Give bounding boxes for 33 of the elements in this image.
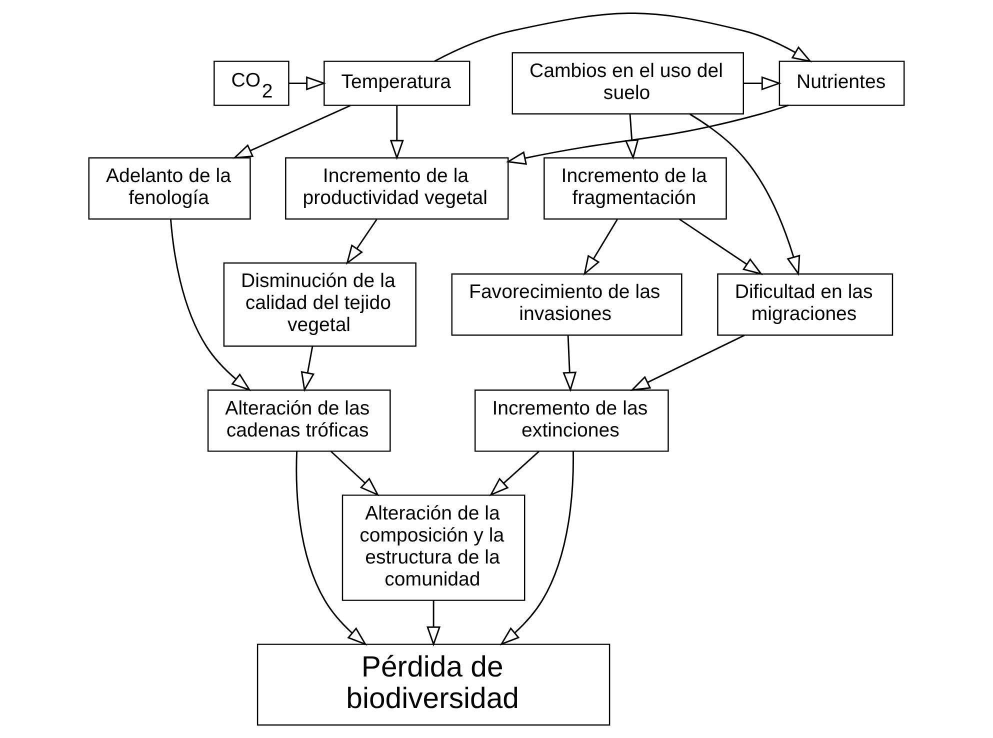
arrow <box>232 104 351 159</box>
arrow <box>690 114 800 276</box>
arrow <box>434 12 812 62</box>
arrow <box>584 219 618 276</box>
arrow <box>679 218 763 276</box>
arrow <box>426 600 441 646</box>
node-box: Favorecimiento de las invasiones <box>451 273 682 336</box>
arrow <box>562 336 577 392</box>
node-box: Alteración de la composición y la estructura de la comunidad <box>342 494 526 601</box>
node-box: Pérdida de biodiversidad <box>256 644 610 726</box>
arrow <box>346 219 378 265</box>
node-box: Alteración de las cadenas tróficas <box>207 389 391 452</box>
arrow <box>624 114 639 160</box>
arrow <box>330 450 380 496</box>
node-box: Nutrientes <box>778 60 905 106</box>
arrow <box>288 76 326 90</box>
arrow <box>390 106 404 160</box>
node-box: Incremento de las extinciones <box>474 389 669 452</box>
arrow <box>500 451 574 646</box>
arrow <box>296 451 368 646</box>
node-box: Disminución de la calidad del tejido vegetal <box>223 262 416 347</box>
arrow <box>744 76 782 90</box>
node-box: Adelanto de la fenología <box>88 157 251 220</box>
node-box: Dificultad en las migraciones <box>717 273 894 336</box>
node-box: Cambios en el uso del suelo <box>512 52 744 114</box>
arrow <box>300 346 315 392</box>
node-box: Temperatura <box>324 60 470 106</box>
node-box: Incremento de la fragmentación <box>544 157 727 220</box>
arrow <box>630 334 745 391</box>
node-box: Incremento de la productividad vegetal <box>285 157 509 220</box>
arrow <box>170 220 252 392</box>
arrow <box>506 104 789 165</box>
arrow <box>489 450 540 496</box>
